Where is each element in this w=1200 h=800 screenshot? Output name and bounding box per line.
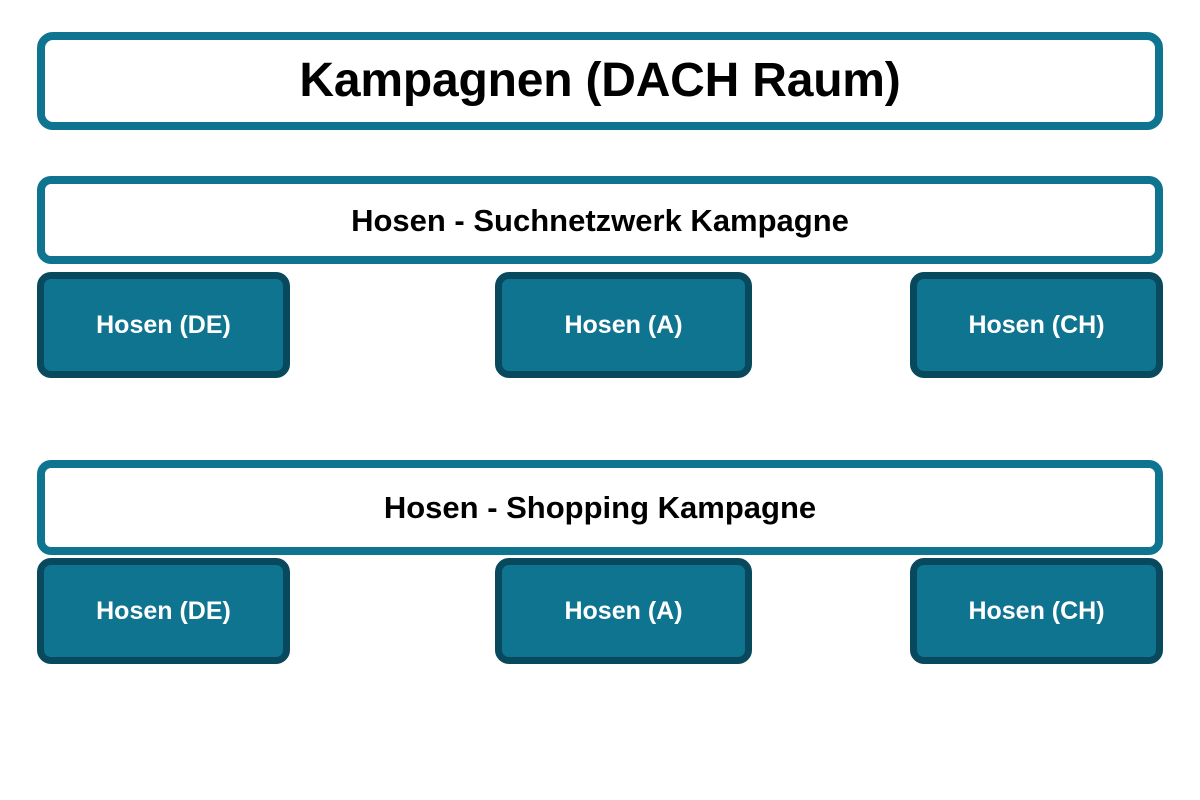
adgroup-label: Hosen (A): [564, 310, 683, 339]
campaign-title: Hosen - Suchnetzwerk Kampagne: [351, 202, 849, 238]
adgroup-node-shopping-a: Hosen (A): [495, 558, 752, 664]
adgroup-node-suchnetzwerk-ch: Hosen (CH): [910, 272, 1163, 378]
campaign-node-shopping: Hosen - Shopping Kampagne: [37, 460, 1163, 555]
page-title: Kampagnen (DACH Raum): [299, 54, 901, 107]
adgroup-label: Hosen (CH): [968, 596, 1105, 625]
adgroup-node-suchnetzwerk-de: Hosen (DE): [37, 272, 290, 378]
campaign-node-suchnetzwerk: Hosen - Suchnetzwerk Kampagne: [37, 176, 1163, 264]
diagram-title-node: Kampagnen (DACH Raum): [37, 32, 1163, 130]
adgroup-node-shopping-ch: Hosen (CH): [910, 558, 1163, 664]
adgroup-node-suchnetzwerk-a: Hosen (A): [495, 272, 752, 378]
adgroup-node-shopping-de: Hosen (DE): [37, 558, 290, 664]
campaign-title: Hosen - Shopping Kampagne: [383, 490, 817, 525]
adgroup-label: Hosen (CH): [968, 310, 1105, 339]
adgroup-label: Hosen (DE): [96, 310, 231, 339]
adgroup-label: Hosen (DE): [96, 596, 231, 625]
adgroup-label: Hosen (A): [564, 596, 683, 625]
